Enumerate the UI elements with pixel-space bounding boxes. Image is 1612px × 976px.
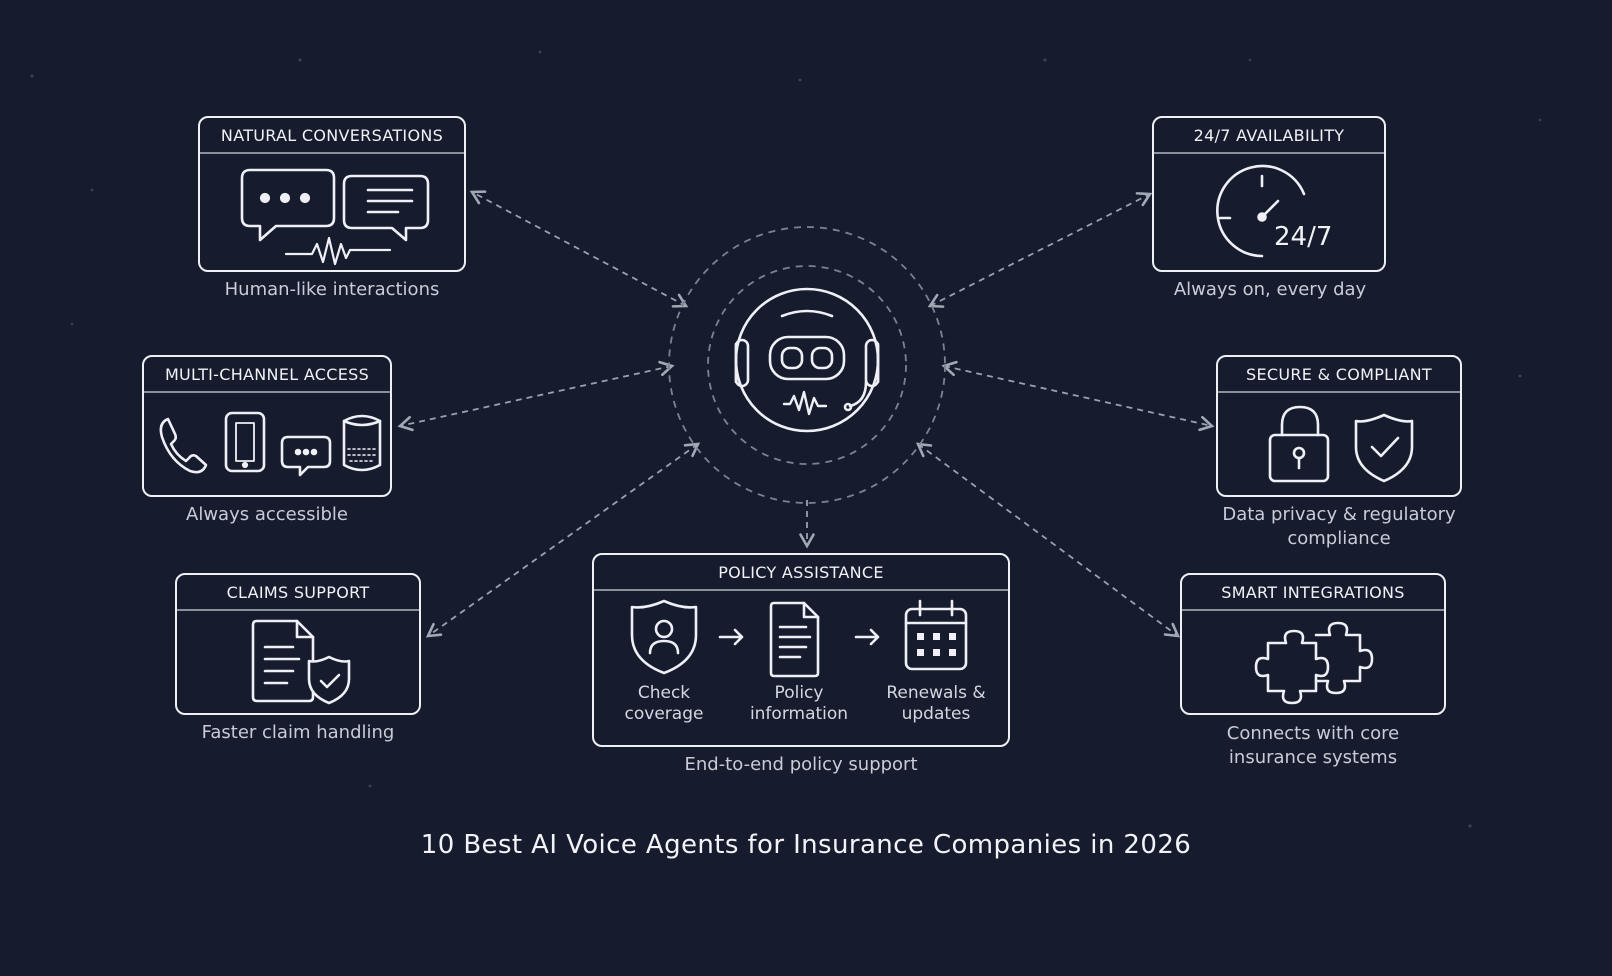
lock-shield-icon (1268, 405, 1414, 483)
card-availability: 24/7 AVAILABILITY 24/7 (1152, 116, 1386, 272)
caption-claims-support: Faster claim handling (201, 722, 395, 743)
caption-availability: Always on, every day (1173, 279, 1367, 300)
calendar-icon (904, 599, 968, 671)
arrow-right-icon (854, 628, 880, 646)
connector-integrations (915, 442, 1181, 638)
step-label-renewals-updates: Renewals & updates (886, 683, 986, 724)
connector-claims (425, 442, 701, 638)
background-stars (30, 50, 1542, 828)
phone-icon (159, 417, 208, 474)
step-label-policy-information: Policy information (749, 683, 849, 724)
step-label-check-coverage: Check coverage (624, 683, 704, 724)
card-policy-assistance: POLICY ASSISTANCE (592, 553, 1010, 747)
card-title: NATURAL CONVERSATIONS (200, 118, 464, 154)
robot-headset-icon (734, 287, 880, 433)
clock-icon (1216, 164, 1306, 258)
caption-smart-integrations: Connects with core insurance systems (1226, 723, 1400, 768)
document-icon (769, 601, 820, 678)
card-title: MULTI-CHANNEL ACCESS (144, 357, 390, 393)
card-title: SECURE & COMPLIANT (1218, 357, 1460, 393)
card-secure-compliant: SECURE & COMPLIANT (1216, 355, 1462, 497)
connector-availability (927, 192, 1153, 308)
caption-policy-assistance: End-to-end policy support (684, 754, 918, 775)
center-hub (668, 226, 946, 504)
smartphone-icon (224, 411, 266, 473)
connectors (397, 190, 1215, 638)
channels-icon (159, 411, 382, 477)
connector-natural (469, 190, 689, 308)
card-claims-support: CLAIMS SUPPORT (175, 573, 421, 715)
shield-check-icon (1354, 413, 1414, 483)
shield-user-icon (630, 599, 698, 675)
card-title: POLICY ASSISTANCE (594, 555, 1008, 591)
document-shield-icon (251, 619, 351, 705)
lock-icon (1280, 405, 1320, 437)
card-title: SMART INTEGRATIONS (1182, 575, 1444, 611)
caption-multichannel-access: Always accessible (186, 504, 348, 525)
policy-steps-icons (630, 599, 968, 678)
connector-multichannel (397, 360, 675, 432)
connector-secure (941, 360, 1215, 432)
caption-secure-compliant: Data privacy & regulatory compliance (1222, 504, 1456, 549)
page-title: 10 Best AI Voice Agents for Insurance Co… (420, 830, 1192, 860)
card-smart-integrations: SMART INTEGRATIONS (1180, 573, 1446, 715)
chat-bubbles-icon (240, 168, 430, 266)
arrow-right-icon (718, 628, 744, 646)
card-multichannel-access: MULTI-CHANNEL ACCESS (142, 355, 392, 497)
caption-natural-conversations: Human-like interactions (224, 279, 440, 300)
message-icon (280, 435, 332, 477)
smart-speaker-icon (342, 414, 382, 472)
card-title: 24/7 AVAILABILITY (1154, 118, 1384, 154)
card-title: CLAIMS SUPPORT (177, 575, 419, 611)
puzzle-icon (1254, 621, 1374, 705)
card-natural-conversations: NATURAL CONVERSATIONS (198, 116, 466, 272)
clock-label: 24/7 (1274, 222, 1333, 252)
